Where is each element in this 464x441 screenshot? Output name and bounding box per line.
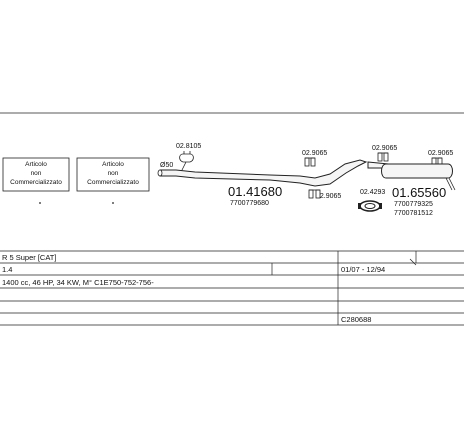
vehicle-version: 1.4	[2, 265, 12, 274]
not-sold-box-1-line-3: Commercializzato	[10, 179, 62, 186]
not-sold-box-2-line-3: Commercializzato	[87, 179, 139, 186]
catalog-code: C280688	[341, 315, 371, 324]
middle-clamp-part: 02.9065	[308, 189, 341, 200]
not-sold-box-1-line-2: non	[31, 170, 42, 177]
middle-hanger-number: 02.9065	[302, 150, 327, 157]
intermediate-pipe-part: 01.41680 7700779680	[157, 159, 368, 207]
pipe-size-label: Ø50	[160, 162, 173, 169]
rear-silencer-oe-number-2: 7700781512	[394, 210, 433, 217]
middle-clamp-number: 02.9065	[316, 193, 341, 200]
not-sold-box-1-line-1: Articolo	[25, 161, 47, 168]
seal-ring-part: 02.4293	[358, 189, 385, 212]
intermediate-pipe-oe-number: 7700779680	[230, 200, 269, 207]
rear-silencer-number: 01.65560	[392, 185, 446, 200]
not-sold-box-1: Articolo non Commercializzato	[2, 157, 70, 204]
info-table	[0, 250, 464, 326]
not-sold-box-2: Articolo non Commercializzato	[76, 157, 150, 204]
front-clamp-number: 02.8105	[176, 143, 201, 150]
not-sold-box-2-line-2: non	[108, 170, 119, 177]
not-sold-box-2-line-1: Articolo	[102, 161, 124, 168]
rear-hanger-b-number: 02.9065	[428, 150, 453, 157]
vehicle-model: R 5 Super [CAT]	[2, 253, 56, 262]
rear-silencer-part: 01.65560 7700779325 7700781512	[367, 161, 456, 217]
production-date-range: 01/07 - 12/94	[341, 265, 385, 274]
seal-ring-number: 02.4293	[360, 189, 385, 196]
rear-hanger-a-part: 02.9065	[372, 145, 397, 162]
middle-hanger-part: 02.9065	[302, 150, 327, 167]
engine-spec: 1400 cc, 46 HP, 34 KW, M° C1E750-752-756…	[2, 278, 154, 287]
intermediate-pipe-number: 01.41680	[228, 184, 282, 199]
rear-hanger-a-number: 02.9065	[372, 145, 397, 152]
front-clamp-part: 02.8105	[176, 143, 201, 173]
rear-silencer-oe-number-1: 7700779325	[394, 201, 433, 208]
